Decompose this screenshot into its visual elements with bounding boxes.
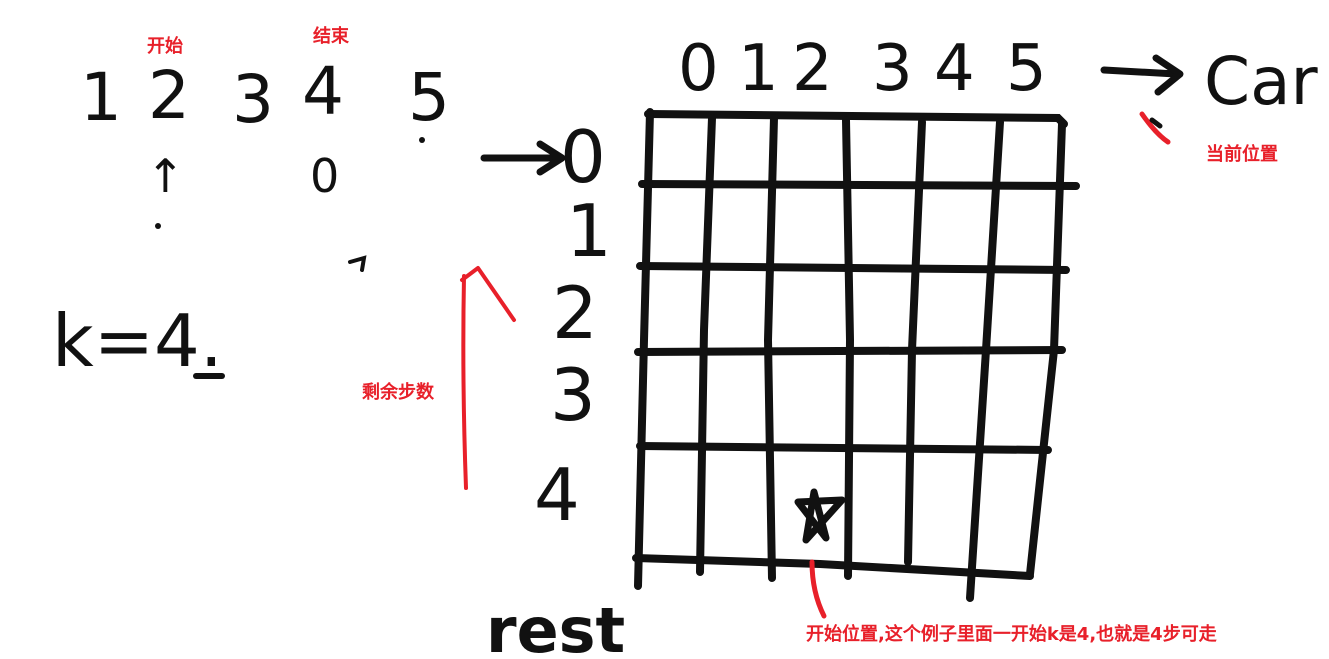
arrow-to-grid-icon — [480, 140, 566, 176]
row-header: 1 — [566, 189, 612, 273]
remaining-steps-note: 剩余步数 — [362, 381, 435, 403]
column-header: 2 — [792, 32, 833, 106]
row-axis-label: rest — [486, 594, 625, 659]
remaining-steps-arrow-icon — [460, 266, 516, 490]
grid-line — [634, 108, 654, 590]
grid-line — [1026, 120, 1066, 578]
start-position-pointer — [809, 559, 827, 619]
arrow-to-car-icon — [1100, 54, 1184, 96]
grid-line — [904, 118, 926, 566]
grid-line — [763, 114, 778, 582]
column-headers: 0 1 2 3 4 5 — [678, 32, 1047, 106]
row-header: 3 — [550, 353, 596, 437]
column-header: 5 — [1006, 32, 1047, 106]
current-position-note: 当前位置 — [1206, 143, 1278, 165]
pen-dots — [155, 137, 425, 272]
column-header: 1 — [738, 32, 779, 106]
start-label: 开始 — [147, 35, 183, 57]
row-header: 4 — [534, 453, 580, 537]
column-axis-label: Car — [1204, 43, 1319, 120]
row-headers: 0 1 2 3 4 — [534, 115, 612, 537]
sequence-number: 1 — [80, 59, 122, 136]
start-arrow-mark: ↑ — [146, 149, 185, 203]
grid-line — [636, 262, 1070, 274]
number-sequence: 1 2 3 4 5 — [80, 53, 450, 138]
end-label: 结束 — [313, 25, 350, 47]
sequence-number: 2 — [148, 57, 190, 134]
row-header: 2 — [552, 271, 598, 355]
pen-stroke — [1149, 117, 1163, 129]
sequence-number: 5 — [408, 59, 450, 136]
grid-line — [842, 116, 855, 580]
grid-line — [966, 118, 1004, 602]
sequence-number: 3 — [232, 61, 274, 138]
grid-line — [638, 180, 1080, 190]
column-header: 3 — [872, 32, 913, 106]
row-header: 0 — [560, 115, 606, 199]
sequence-number: 4 — [302, 53, 344, 130]
current-position-pointer — [1139, 111, 1171, 145]
start-star-icon — [794, 488, 846, 544]
column-header: 4 — [934, 32, 975, 106]
column-header: 0 — [678, 32, 719, 106]
grid-line — [696, 114, 716, 576]
grid — [632, 108, 1080, 602]
k-value-text: k=4. — [52, 299, 223, 383]
end-zero-mark: 0 — [310, 149, 339, 203]
start-position-note: 开始位置,这个例子里面一开始k是4,也就是4步可走 — [806, 623, 1217, 645]
